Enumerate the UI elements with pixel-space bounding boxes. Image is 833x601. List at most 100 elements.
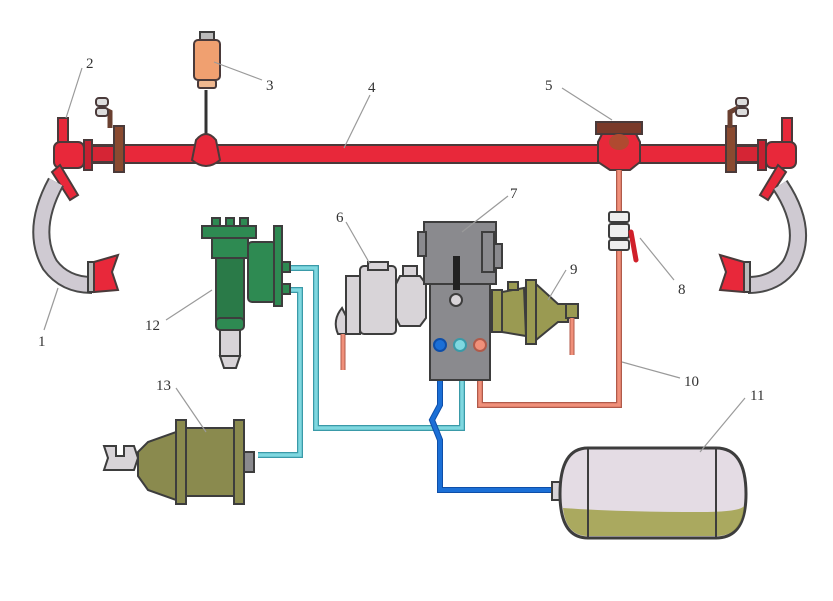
cock8-body: [608, 223, 630, 239]
relay-side-body: [247, 241, 277, 303]
leader-2: [65, 67, 83, 119]
tee5-cap: [595, 121, 643, 135]
left-brake-hose: [32, 177, 120, 294]
label-7: 7: [510, 186, 518, 202]
control-valve-side-panel: [481, 231, 495, 273]
label-13: 13: [156, 378, 171, 394]
leader-4: [343, 94, 371, 149]
right-brake-hose: [718, 180, 807, 294]
reservoir3-body: [193, 39, 221, 81]
ev-flange-1: [491, 289, 503, 333]
label-5: 5: [545, 78, 553, 94]
right-hose-coupling: [718, 253, 745, 294]
left-angle-cock: [50, 97, 125, 202]
leader-13: [175, 387, 207, 433]
main-valve-top: [367, 261, 389, 271]
ev-cone: [535, 281, 569, 343]
tee5-dome: [609, 134, 629, 150]
leader-5: [561, 87, 613, 121]
blue-pipe: [428, 345, 554, 493]
relay-port-1: [281, 261, 291, 273]
relay-bolt-1: [211, 217, 221, 227]
ev-nozzle: [565, 303, 579, 319]
cock8-handle: [628, 229, 639, 263]
leader-1: [43, 287, 59, 331]
main-valve-plug: [402, 265, 418, 277]
relay-bolt-3: [239, 217, 249, 227]
relay-top-flange: [201, 225, 257, 239]
relay-port-2: [281, 283, 291, 295]
leader-8: [639, 237, 675, 281]
label-6: 6: [336, 210, 344, 226]
left-vent-cap-2: [95, 107, 109, 117]
ev-plug: [507, 281, 519, 291]
tee5-body: [597, 133, 641, 171]
leader-7: [461, 195, 509, 233]
cylinder-port: [243, 451, 255, 473]
ev-flange-2: [525, 279, 537, 345]
cylinder-flange-2: [233, 419, 245, 505]
cylinder-flange-1: [175, 419, 187, 505]
intermediate-body: [417, 221, 503, 381]
dust-collector-reservoir: [190, 31, 222, 167]
main-valve: [334, 261, 427, 370]
right-angle-cock-body: [765, 141, 797, 169]
port-salmon: [473, 338, 487, 352]
cyan-pipe-1: [290, 266, 464, 430]
relay-nozzle: [219, 329, 241, 357]
main-valve-elbow: [334, 306, 347, 335]
left-flange-2: [113, 125, 125, 173]
control-valve-right-lug: [493, 243, 503, 269]
blue-pipe-line: [429, 345, 554, 492]
main-valve-end-cap: [345, 275, 361, 335]
auxiliary-reservoir: [551, 446, 748, 540]
label-2: 2: [86, 56, 94, 72]
right-flange-1: [757, 139, 767, 171]
right-hose-elbow: [758, 163, 788, 202]
label-1: 1: [38, 334, 46, 350]
control-valve-lever: [453, 256, 460, 290]
brake-pipe-main: [59, 144, 791, 164]
right-angle-cock: [725, 97, 797, 202]
reservoir3-cap: [199, 31, 215, 41]
label-11: 11: [750, 388, 764, 404]
label-3: 3: [266, 78, 274, 94]
reservoir3-base: [197, 79, 217, 89]
emergency-valve: [491, 279, 579, 355]
main-valve-body: [359, 265, 397, 335]
tee-3: [190, 133, 222, 167]
relay-collar: [215, 317, 245, 331]
control-valve-left-lug: [417, 231, 427, 257]
leader-10: [621, 361, 681, 379]
tank-fluid: [563, 506, 744, 536]
leader-lines: [43, 61, 746, 453]
label-4: 4: [368, 80, 376, 96]
tee-fitting: [595, 121, 643, 171]
cock8-nut-1: [608, 211, 630, 223]
left-hose-coupling: [93, 253, 120, 294]
leader-9: [547, 269, 567, 301]
cylinder-cone: [137, 430, 177, 502]
branch-pipe-line: [478, 170, 621, 407]
branch-pipe: [477, 170, 622, 408]
cock8-nut-2: [608, 239, 630, 251]
leader-3: [213, 61, 263, 81]
relay-valve: [201, 217, 291, 369]
right-vent-cap-2: [735, 107, 749, 117]
cylinder-clevis: [102, 445, 140, 471]
left-coupling: [91, 145, 115, 163]
label-9: 9: [570, 262, 578, 278]
ev-body: [501, 286, 528, 338]
left-angle-cock-body: [53, 141, 85, 169]
brake-pipe: [59, 144, 791, 164]
label-8: 8: [678, 282, 686, 298]
cut-out-cock: [608, 211, 639, 263]
label-12: 12: [145, 318, 160, 334]
relay-bolt-2: [225, 217, 235, 227]
right-hose-tube: [747, 181, 805, 292]
port-blue: [433, 338, 447, 352]
control-valve-pivot: [449, 293, 463, 307]
relay-upper-body: [211, 237, 249, 259]
leader-6: [345, 221, 371, 265]
